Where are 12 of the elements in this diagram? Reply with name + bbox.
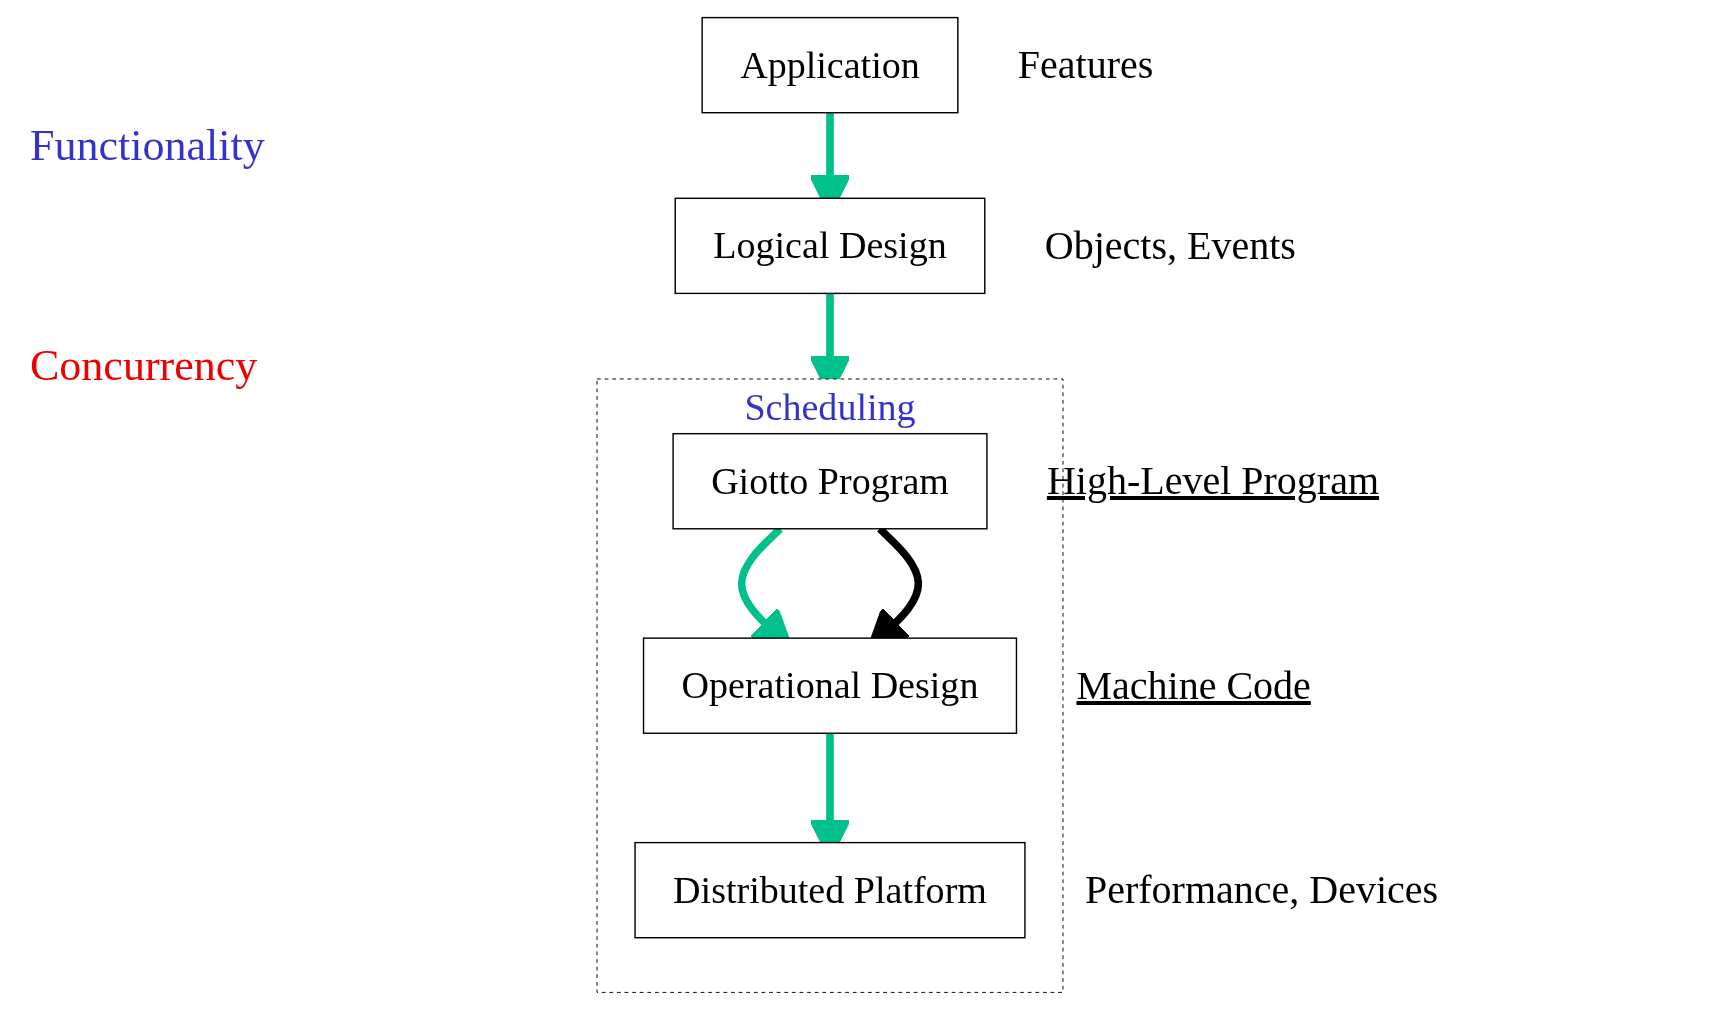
side-label: Functionality (30, 120, 265, 171)
side-note: Machine Code (1076, 661, 1311, 709)
node-box: Operational Design (642, 637, 1018, 734)
side-note: Objects, Events (1044, 221, 1296, 269)
node-box: Giotto Program (672, 432, 988, 530)
node-box: Distributed Platform (634, 841, 1026, 939)
node-box: Application (701, 16, 959, 114)
side-note: Features (1017, 41, 1154, 89)
node-box: Logical Design (674, 197, 986, 295)
side-label: Concurrency (30, 340, 258, 391)
side-note: High-Level Program (1046, 457, 1380, 505)
side-note: Performance, Devices (1084, 866, 1439, 914)
